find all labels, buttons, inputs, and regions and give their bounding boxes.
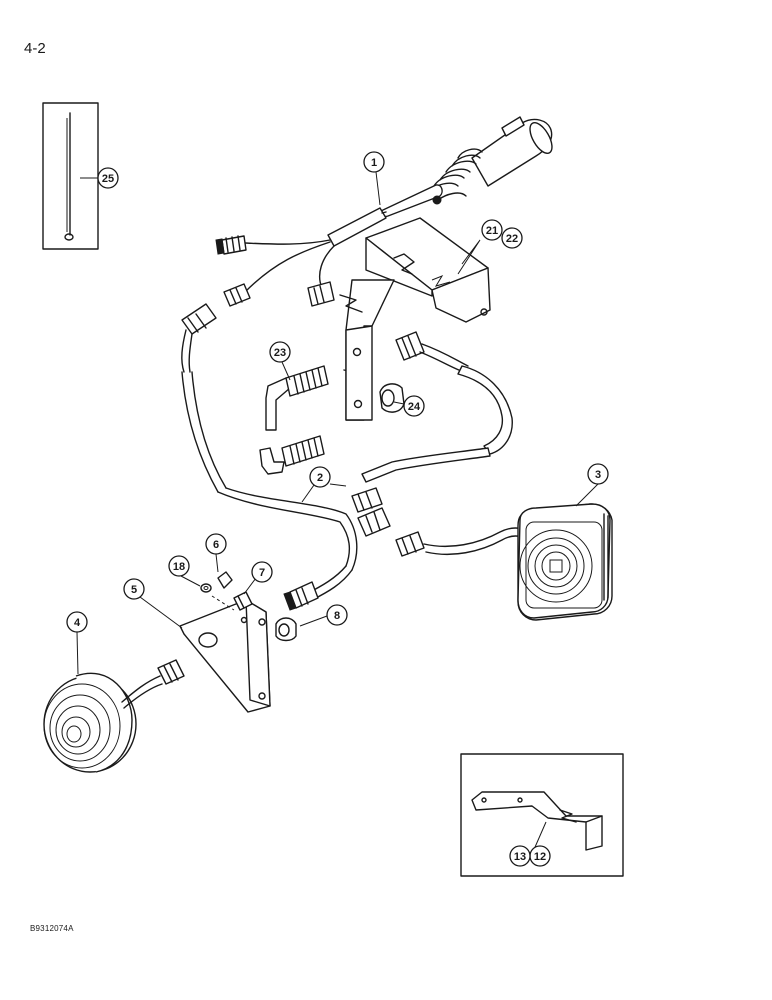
inset-tie-strap [42, 102, 99, 250]
callout-24: 24 [403, 395, 425, 417]
callout-label-12: 12 [534, 851, 546, 863]
bracket-plate [179, 571, 297, 713]
callout-8: 8 [326, 604, 348, 626]
callout-2: 2 [309, 466, 331, 488]
callout-21: 21 [481, 219, 503, 241]
figure-code: B9312074A [30, 924, 74, 933]
callout-1: 1 [363, 151, 385, 173]
callout-label-24: 24 [408, 401, 421, 413]
callout-label-5: 5 [131, 584, 137, 596]
callout-label-1: 1 [371, 157, 377, 169]
leader-lines [76, 171, 599, 675]
callout-18: 18 [168, 555, 190, 577]
elbow-fittings [259, 365, 329, 475]
right-harness [351, 331, 527, 557]
page-number: 4-2 [24, 40, 46, 57]
callout-label-7: 7 [259, 567, 265, 579]
round-lamp [43, 659, 185, 773]
callout-label-13: 13 [514, 851, 526, 863]
callout-label-2: 2 [317, 472, 323, 484]
trailer-plug [380, 116, 553, 218]
callout-label-21: 21 [486, 225, 498, 237]
callout-5: 5 [123, 578, 145, 600]
callout-12: 12 [529, 845, 551, 867]
callout-label-25: 25 [102, 173, 114, 185]
mounting-bracket [339, 217, 491, 421]
main-harness [215, 207, 387, 307]
callout-label-3: 3 [595, 469, 601, 481]
callout-25: 25 [97, 167, 119, 189]
callout-label-8: 8 [334, 610, 340, 622]
callout-7: 7 [251, 561, 273, 583]
callout-label-23: 23 [274, 347, 286, 359]
callout-3: 3 [587, 463, 609, 485]
callout-13: 13 [509, 845, 531, 867]
rectangular-lamp [517, 503, 613, 621]
callout-label-4: 4 [74, 617, 81, 629]
callout-label-6: 6 [213, 539, 219, 551]
nut-24 [379, 383, 405, 413]
callout-23: 23 [269, 341, 291, 363]
lamp-harness [181, 303, 358, 611]
callout-4: 4 [66, 611, 88, 633]
inset-bracket [460, 753, 624, 877]
callout-label-18: 18 [173, 561, 185, 573]
callout-6: 6 [205, 533, 227, 555]
callout-label-22: 22 [506, 233, 518, 245]
callout-22: 22 [501, 227, 523, 249]
